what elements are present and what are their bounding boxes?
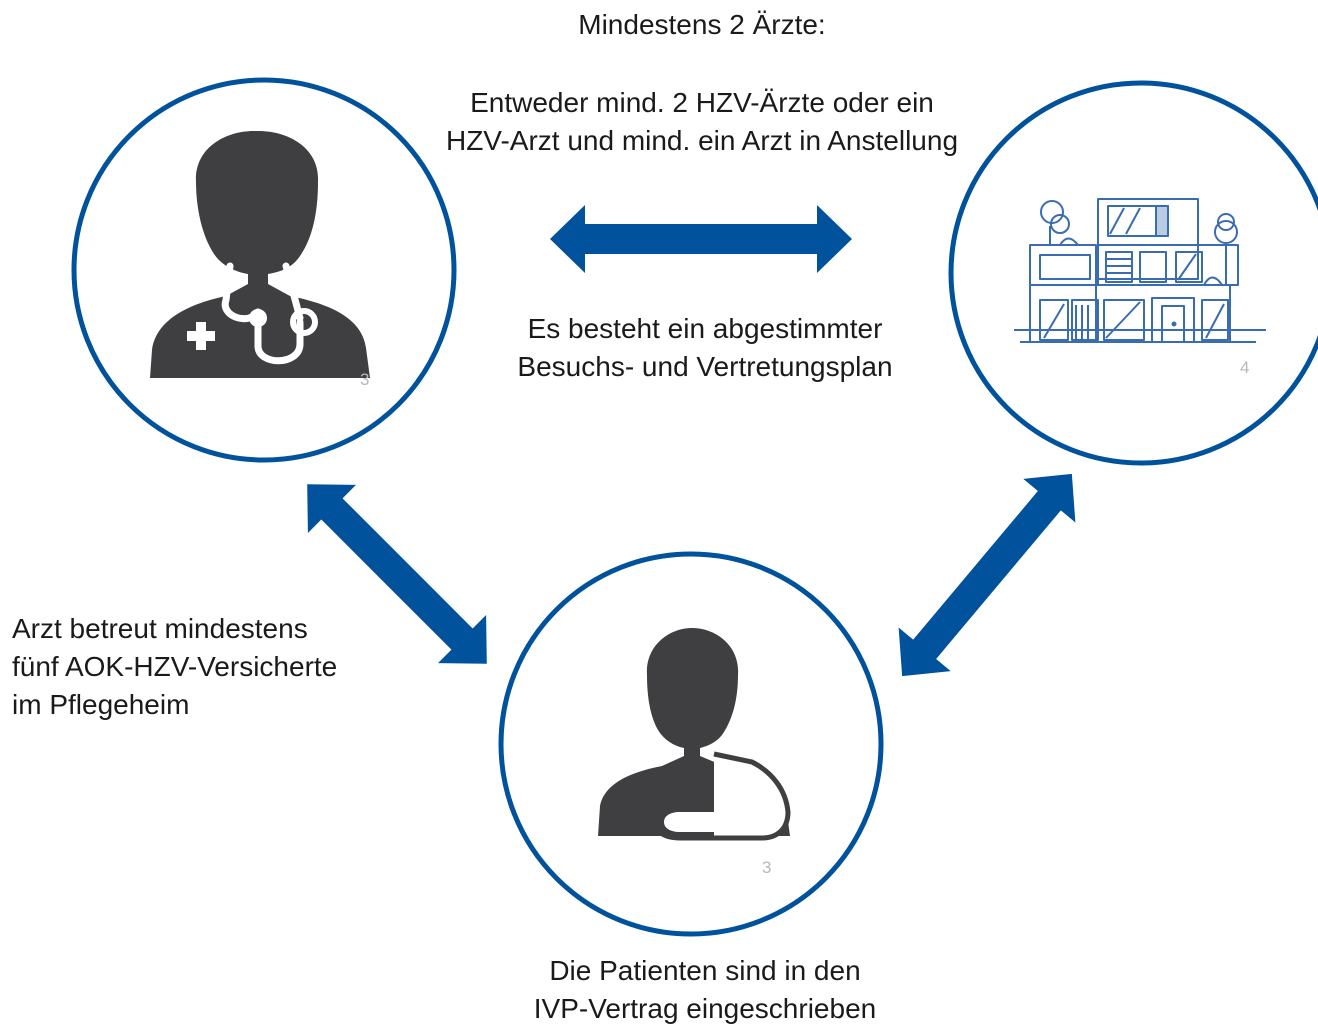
header-text: Mindestens 2 Ärzte: — [352, 6, 1052, 44]
double-arrow-doctor-patient — [307, 484, 487, 664]
header-line-1: Entweder mind. 2 HZV-Ärzte oder ein — [470, 87, 934, 118]
bottom-line-2: IVP-Vertrag eingeschrieben — [533, 993, 877, 1024]
left-text: Arzt betreut mindestens fünf AOK-HZV-Ver… — [12, 610, 337, 724]
double-arrow-horizontal — [550, 205, 852, 273]
left-line-2: fünf AOK-HZV-Versicherte — [12, 651, 338, 682]
bottom-line-1: Die Patienten sind in den — [549, 955, 861, 986]
header-line-2: HZV-Arzt und mind. ein Arzt in Anstellun… — [445, 125, 959, 156]
middle-line-1: Es besteht ein abgestimmter — [527, 313, 883, 344]
patient-badge: 3 — [762, 858, 772, 877]
building-badge: 4 — [1240, 358, 1250, 377]
doctor-badge: 3 — [360, 370, 370, 389]
left-line-1: Arzt betreut mindestens — [12, 613, 308, 644]
bottom-text: Die Patienten sind in den IVP-Vertrag ei… — [405, 952, 1005, 1028]
left-line-3: im Pflegeheim — [12, 689, 190, 720]
building-circle — [948, 80, 1318, 466]
header-title: Mindestens 2 Ärzte: — [578, 9, 826, 40]
doctor-icon — [150, 130, 370, 378]
middle-text: Es besteht ein abgestimmter Besuchs- und… — [405, 310, 1005, 386]
middle-line-2: Besuchs- und Vertretungsplan — [517, 351, 893, 382]
nursing-home-icon — [1014, 198, 1266, 343]
patient-icon — [598, 628, 791, 841]
header-description: Entweder mind. 2 HZV-Ärzte oder ein HZV-… — [352, 84, 1052, 160]
double-arrow-building-patient — [898, 473, 1076, 677]
